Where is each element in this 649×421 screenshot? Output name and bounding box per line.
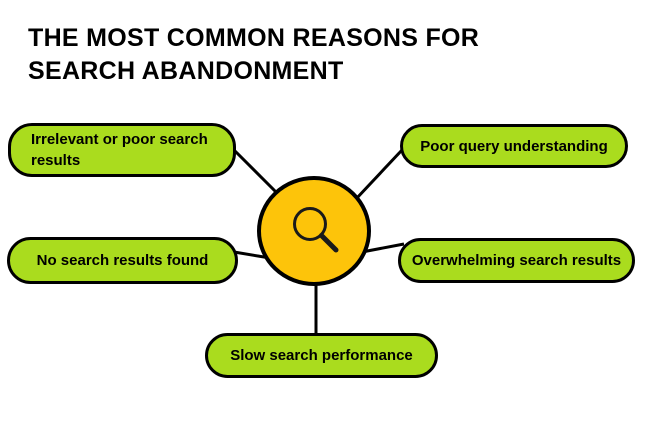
node-poor-query-understanding: Poor query understanding (400, 124, 628, 168)
center-search-node (257, 176, 371, 286)
connector-top-right (354, 148, 404, 201)
node-slow-performance: Slow search performance (205, 333, 438, 378)
node-overwhelming-results: Overwhelming search results (398, 238, 635, 283)
node-label: Slow search performance (230, 347, 413, 364)
node-label: Overwhelming search results (411, 252, 622, 269)
node-label: Irrelevant or poor search results (31, 131, 208, 169)
page-title-line1: THE MOST COMMON REASONS FOR (28, 24, 480, 52)
page-title-line2: SEARCH ABANDONMENT (28, 57, 344, 85)
node-label: Poor query understanding (420, 137, 608, 155)
page-title: THE MOST COMMON REASONS FOR SEARCH ABAND… (28, 22, 508, 88)
connector-mid-right (361, 242, 405, 254)
node-irrelevant-results: Irrelevant or poor search results (8, 123, 236, 177)
search-icon (293, 207, 339, 253)
node-label: No search results found (36, 252, 209, 269)
search-icon-lens (293, 207, 327, 241)
search-icon-handle (319, 233, 339, 253)
node-no-search-results: No search results found (7, 237, 238, 284)
